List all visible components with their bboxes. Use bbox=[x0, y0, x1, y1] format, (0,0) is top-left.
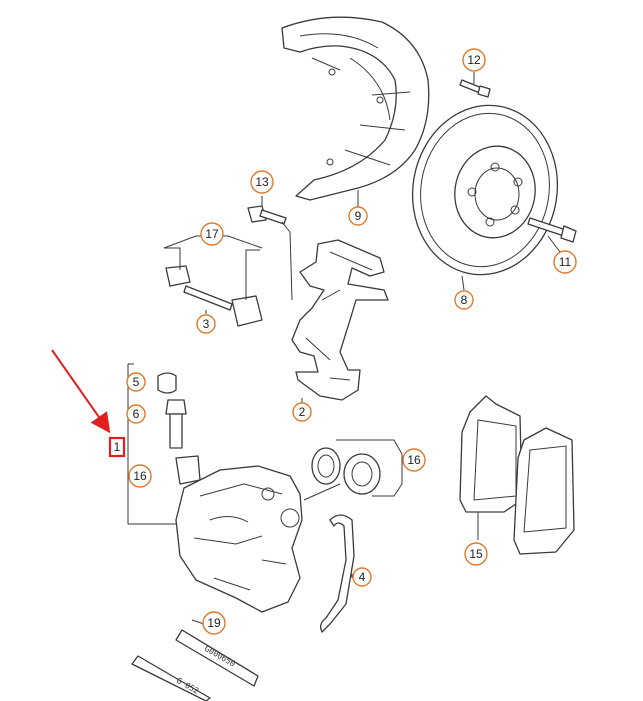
splash-shield bbox=[281, 16, 430, 201]
callout-2: 2 bbox=[292, 402, 312, 422]
svg-text:9: 9 bbox=[355, 209, 362, 223]
callout-12: 12 bbox=[462, 48, 486, 72]
svg-text:16: 16 bbox=[133, 469, 147, 483]
svg-text:8: 8 bbox=[461, 293, 468, 307]
svg-text:16: 16 bbox=[407, 453, 421, 467]
retaining-spring bbox=[320, 514, 355, 633]
callout-6: 6 bbox=[126, 404, 146, 424]
brake-carrier bbox=[291, 239, 389, 401]
callout-5: 5 bbox=[126, 372, 146, 392]
carrier-bolt-13 bbox=[247, 205, 293, 301]
brake-caliper bbox=[175, 455, 303, 613]
callout-16-caliper: 16 bbox=[128, 464, 152, 488]
svg-text:3: 3 bbox=[203, 317, 210, 331]
disc-screw-11 bbox=[527, 217, 577, 243]
callout-3: 3 bbox=[196, 314, 216, 334]
svg-text:2: 2 bbox=[299, 405, 306, 419]
pointer-arrow bbox=[51, 349, 111, 434]
callout-16-seals: 16 bbox=[402, 448, 426, 472]
brake-disc bbox=[411, 104, 559, 276]
grease-tubes: G000650 G 052 bbox=[131, 629, 259, 701]
svg-text:6: 6 bbox=[133, 407, 140, 421]
svg-text:15: 15 bbox=[469, 547, 483, 561]
bleed-valve bbox=[165, 399, 187, 449]
callout-19: 19 bbox=[202, 611, 226, 635]
brake-pads bbox=[459, 395, 575, 555]
callout-17: 17 bbox=[200, 222, 224, 246]
highlight-box bbox=[108, 436, 126, 458]
svg-text:17: 17 bbox=[205, 227, 219, 241]
svg-text:19: 19 bbox=[207, 616, 221, 630]
svg-text:12: 12 bbox=[467, 53, 481, 67]
callout-9: 9 bbox=[348, 206, 368, 226]
callout-11: 11 bbox=[553, 250, 577, 274]
disc-bolt-12 bbox=[459, 79, 491, 98]
svg-text:11: 11 bbox=[559, 255, 572, 269]
svg-text:13: 13 bbox=[255, 175, 269, 189]
callout-4: 4 bbox=[352, 567, 372, 587]
callout-8: 8 bbox=[454, 290, 474, 310]
svg-text:5: 5 bbox=[133, 375, 140, 389]
tube-code-lower: G 052 bbox=[175, 676, 201, 696]
dust-cap bbox=[157, 372, 177, 394]
svg-text:4: 4 bbox=[359, 570, 366, 584]
callout-label-1: 1 bbox=[114, 440, 121, 454]
callout-13: 13 bbox=[250, 170, 274, 194]
seal-kit bbox=[303, 439, 403, 501]
guide-pin-set bbox=[163, 235, 263, 327]
callout-15: 15 bbox=[464, 542, 488, 566]
